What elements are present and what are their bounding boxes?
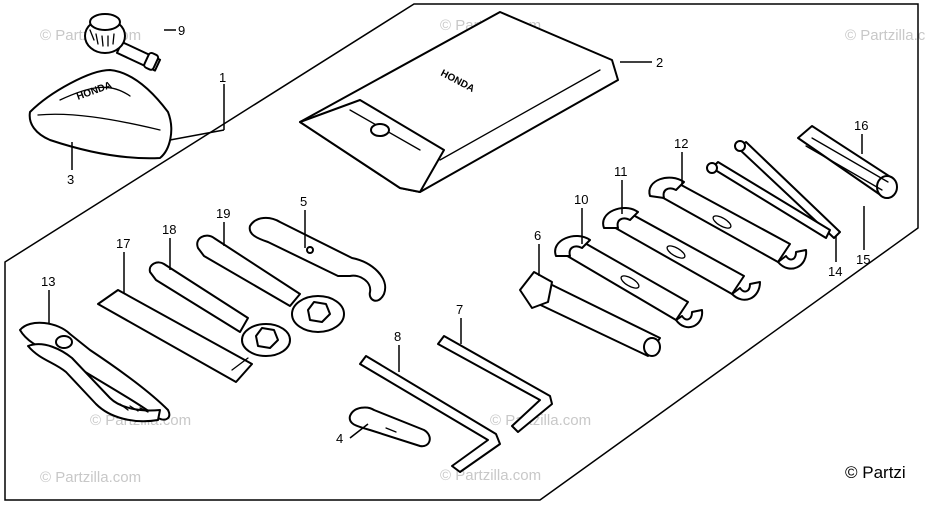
callout-6: 6	[534, 228, 541, 243]
copyright-text: © Partzi	[845, 463, 906, 482]
part-19-box-wrench	[196, 234, 345, 333]
part-5-hook-wrench	[248, 216, 387, 302]
part-18-box-wrench	[148, 261, 291, 357]
callout-1: 1	[219, 70, 226, 85]
part-6-socket-bar	[519, 271, 661, 357]
watermark-text: © Partzilla.com	[40, 469, 141, 486]
part-7-hex-key	[437, 335, 553, 433]
callout-16: 16	[854, 118, 868, 133]
part-4-flat-tool	[348, 406, 431, 448]
part-9-tool	[84, 13, 162, 72]
part-16-screwdriver-handle	[797, 125, 898, 199]
part-3-pouch: HONDA	[28, 69, 173, 160]
callout-13: 13	[41, 274, 55, 289]
part-15-screwdriver	[734, 140, 841, 239]
callout-4: 4	[336, 431, 343, 446]
part-17-flat-bar	[97, 289, 253, 383]
part-8-hex-key	[359, 355, 501, 473]
part-13-pliers	[19, 321, 171, 423]
callout-15: 15	[856, 252, 870, 267]
callout-18: 18	[162, 222, 176, 237]
callout-7: 7	[456, 302, 463, 317]
part-12-wrench	[648, 176, 808, 270]
leader-lines	[48, 29, 865, 439]
callout-17: 17	[116, 236, 130, 251]
callout-11: 11	[614, 164, 628, 179]
callout-10: 10	[574, 192, 588, 207]
watermark-text: © Partzilla.com	[440, 467, 541, 484]
callout-5: 5	[300, 194, 307, 209]
kit-border	[4, 3, 919, 501]
callout-14: 14	[828, 264, 842, 279]
part-14-screwdriver	[706, 161, 831, 239]
callout-9: 9	[178, 23, 185, 38]
callouts: 1 2 3 4 5 6 7 8 9 10 11 12 13 14 15 16 1…	[41, 23, 870, 446]
watermark-text: © Partzilla.com	[845, 27, 925, 44]
callout-8: 8	[394, 329, 401, 344]
part-11-wrench	[602, 207, 761, 301]
part-2-tool-roll: HONDA	[299, 11, 619, 193]
callout-19: 19	[216, 206, 230, 221]
callout-2: 2	[656, 55, 663, 70]
callout-12: 12	[674, 136, 688, 151]
callout-3: 3	[67, 172, 74, 187]
